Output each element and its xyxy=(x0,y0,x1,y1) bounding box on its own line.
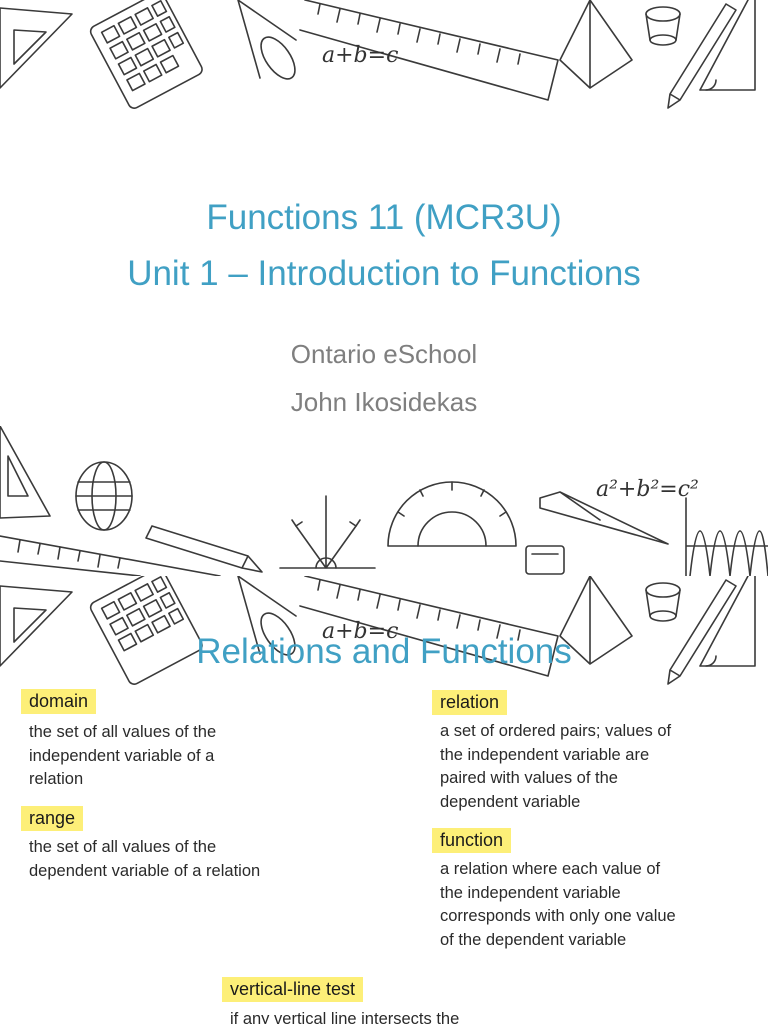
definition-vertical-line-test: if any vertical line intersects the xyxy=(230,1010,460,1024)
slide-title: Relations and Functions xyxy=(196,632,572,671)
relations-functions-slide: a+b=c Relations and Functions domain the… xyxy=(0,576,768,1024)
slide-title-unit: Unit 1 – Introduction to Functions xyxy=(127,254,641,293)
ruler-icon xyxy=(299,0,559,101)
calculator-icon xyxy=(89,0,203,109)
pencil-icon xyxy=(667,3,737,109)
ruler-icon xyxy=(0,535,221,576)
term-function: function xyxy=(432,828,512,853)
cylinder-icon xyxy=(645,582,681,622)
cylinder-icon xyxy=(645,6,681,46)
protractor-icon xyxy=(387,481,517,547)
definition-range: the set of all values of the dependent v… xyxy=(29,838,261,880)
title-slide: a+b=c Functions 11 (MCR3U) Unit 1 – Intr… xyxy=(0,0,768,576)
right-triangle-icon xyxy=(699,0,756,91)
sine-wave-icon xyxy=(685,497,768,576)
reflection-diagram-icon xyxy=(279,495,376,569)
term-range: range xyxy=(21,806,84,831)
compass-icon xyxy=(539,491,669,545)
calculator-small-icon xyxy=(525,545,565,575)
set-square-icon xyxy=(0,7,73,89)
slide-title-course: Functions 11 (MCR3U) xyxy=(206,198,562,237)
set-square-icon xyxy=(0,426,51,519)
term-vertical-line-test: vertical-line test xyxy=(222,977,364,1002)
term-domain: domain xyxy=(21,689,97,714)
definition-function: a relation where each value of the indep… xyxy=(440,860,676,949)
subtitle-school: Ontario eSchool xyxy=(290,339,478,369)
formula-doodle-top: a+b=c xyxy=(322,43,398,68)
pencil-icon xyxy=(145,525,263,573)
formula-doodle-bottom: a²+b²=c² xyxy=(596,477,699,502)
cone-icon xyxy=(237,0,297,80)
calculator-icon xyxy=(89,576,203,685)
globe-icon xyxy=(75,461,133,531)
math-doodle-top-border: a+b=c xyxy=(0,0,756,109)
pyramid-icon xyxy=(559,0,633,89)
definition-domain: the set of all values of the independent… xyxy=(29,723,217,788)
subtitle-author: John Ikosidekas xyxy=(290,387,478,417)
math-doodle-bottom-border: a²+b²=c² xyxy=(0,426,768,576)
term-relation: relation xyxy=(432,690,508,715)
definition-relation: a set of ordered pairs; values of the in… xyxy=(440,722,672,811)
